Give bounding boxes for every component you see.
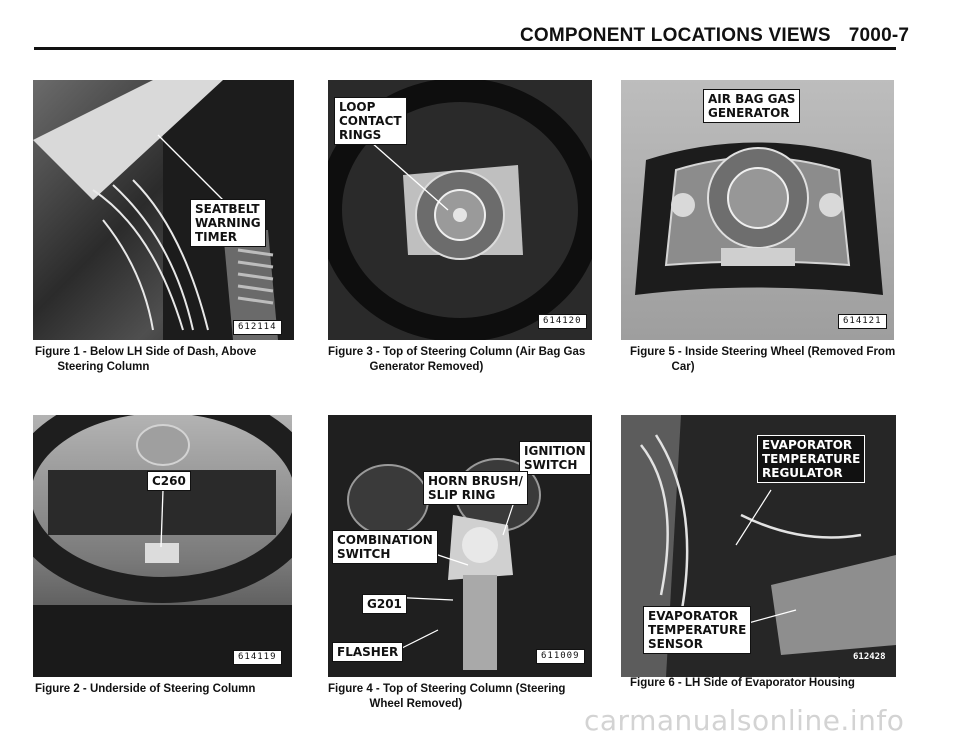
figure-4-caption: Figure 4 - Top of Steering Column (Steer… — [328, 683, 566, 710]
image-number: 612428 — [853, 652, 886, 662]
figure-6-photo: EVAPORATOR TEMPERATURE REGULATOR EVAPORA… — [621, 415, 896, 677]
watermark: carmanualsonline.info — [584, 704, 905, 737]
image-number: 614120 — [538, 314, 587, 329]
figure-4-photo: IGNITION SWITCH HORN BRUSH/ SLIP RING CO… — [328, 415, 592, 677]
figure-3-photo: LOOP CONTACT RINGS 614120 — [328, 80, 592, 340]
callout-flasher: FLASHER — [332, 642, 404, 662]
page-header: COMPONENT LOCATIONS VIEWS 7000-7 — [520, 25, 909, 47]
figure-2-caption: Figure 2 - Underside of Steering Column — [35, 683, 256, 695]
header-rule — [34, 47, 896, 50]
section-title: COMPONENT LOCATIONS VIEWS — [520, 25, 831, 46]
callout-seatbelt-warning-timer: SEATBELT WARNING TIMER — [190, 199, 266, 247]
callout-g201: G201 — [362, 594, 407, 614]
callout-loop-contact-rings: LOOP CONTACT RINGS — [334, 97, 407, 145]
figure-1-photo: SEATBELT WARNING TIMER 612114 — [33, 80, 294, 340]
callout-ignition-switch: IGNITION SWITCH — [519, 441, 591, 475]
image-number: 611009 — [536, 649, 585, 664]
figure-5-caption: Figure 5 - Inside Steering Wheel (Remove… — [630, 346, 896, 373]
figure-5-photo-art — [635, 142, 883, 295]
callout-air-bag-gas-generator: AIR BAG GAS GENERATOR — [703, 89, 801, 123]
figure-1-photo-art — [33, 80, 294, 340]
callout-combination-switch: COMBINATION SWITCH — [332, 530, 438, 564]
figure-2-photo-art — [33, 415, 292, 677]
image-number: 612114 — [233, 320, 282, 335]
image-number: 614121 — [838, 314, 887, 329]
callout-c260: C260 — [147, 471, 191, 491]
figure-5-photo: AIR BAG GAS GENERATOR 614121 — [621, 80, 894, 340]
image-number: 614119 — [233, 650, 282, 665]
figure-3-caption: Figure 3 - Top of Steering Column (Air B… — [328, 346, 586, 373]
callout-evaporator-temperature-sensor: EVAPORATOR TEMPERATURE SENSOR — [643, 606, 752, 654]
page-number: 7000-7 — [848, 25, 910, 46]
figure-1-caption: Figure 1 - Below LH Side of Dash, Above … — [35, 346, 257, 373]
figure-6-caption: Figure 6 - LH Side of Evaporator Housing — [630, 677, 855, 689]
callout-horn-brush-slip-ring: HORN BRUSH/ SLIP RING — [423, 471, 528, 505]
figure-2-photo: C260 614119 — [33, 415, 292, 677]
callout-evaporator-temperature-regulator: EVAPORATOR TEMPERATURE REGULATOR — [757, 435, 866, 483]
